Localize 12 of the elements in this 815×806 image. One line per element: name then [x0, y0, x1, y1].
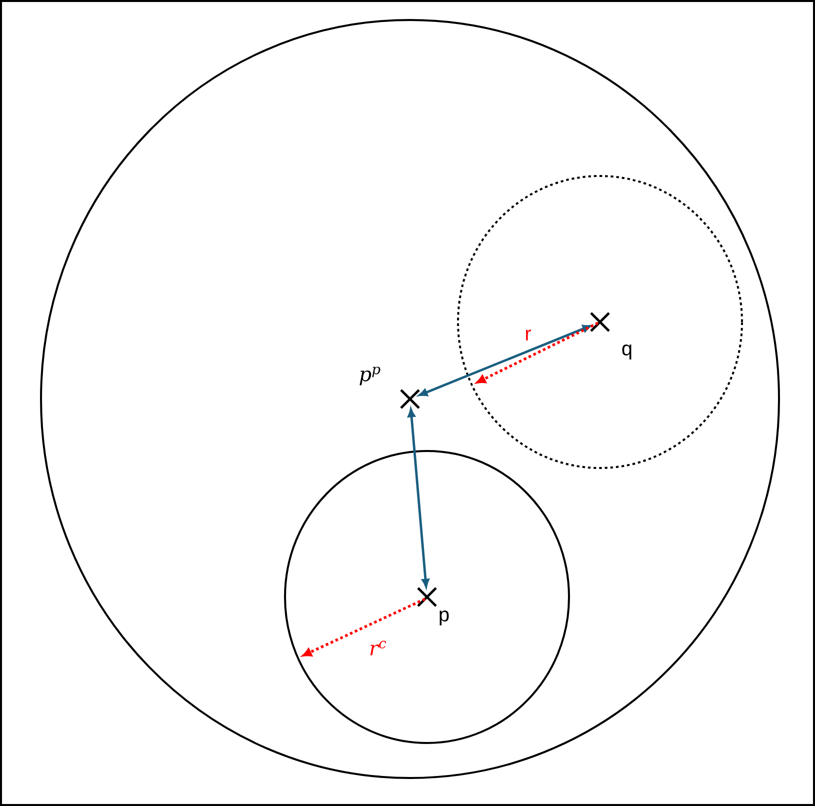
point-mark [400, 388, 420, 410]
point-mark [416, 586, 438, 608]
dimension-label: r [526, 330, 531, 340]
point-label: p$^{p}$ [360, 366, 380, 386]
arrow [419, 324, 591, 396]
point-label: q [622, 344, 632, 360]
point-mark [590, 312, 610, 332]
circle [284, 450, 570, 744]
dimension-label: r$^{c}$ [370, 640, 386, 656]
point-label: p [440, 610, 449, 626]
arrow [408, 408, 430, 588]
circle [457, 175, 743, 469]
